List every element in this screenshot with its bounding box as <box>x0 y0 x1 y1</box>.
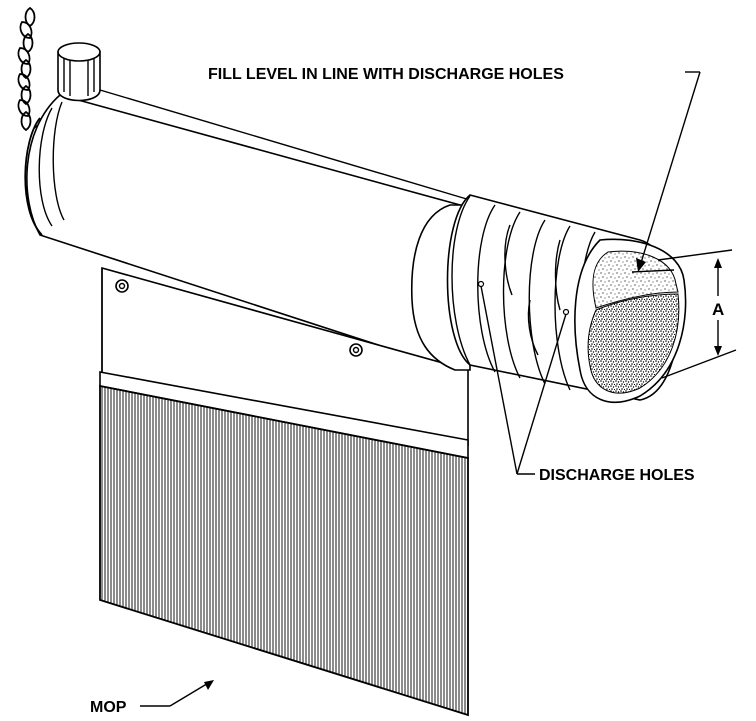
reservoir-tube <box>24 89 471 372</box>
discharge-holes-label: DISCHARGE HOLES <box>539 467 695 484</box>
dimension-label: A <box>712 300 724 319</box>
chain <box>17 6 47 132</box>
mop-label: MOP <box>90 699 127 716</box>
fill-level-label: FILL LEVEL IN LINE WITH DISCHARGE HOLES <box>208 66 564 83</box>
mop-callout: MOP <box>90 680 214 716</box>
mop-bristles <box>99 371 469 717</box>
hose-cutaway <box>574 238 687 404</box>
fill-level-callout: FILL LEVEL IN LINE WITH DISCHARGE HOLES <box>208 66 701 272</box>
discharge-holes-callout: DISCHARGE HOLES <box>480 285 695 484</box>
dimension-a: A <box>657 249 737 379</box>
fill-cap <box>57 42 101 102</box>
